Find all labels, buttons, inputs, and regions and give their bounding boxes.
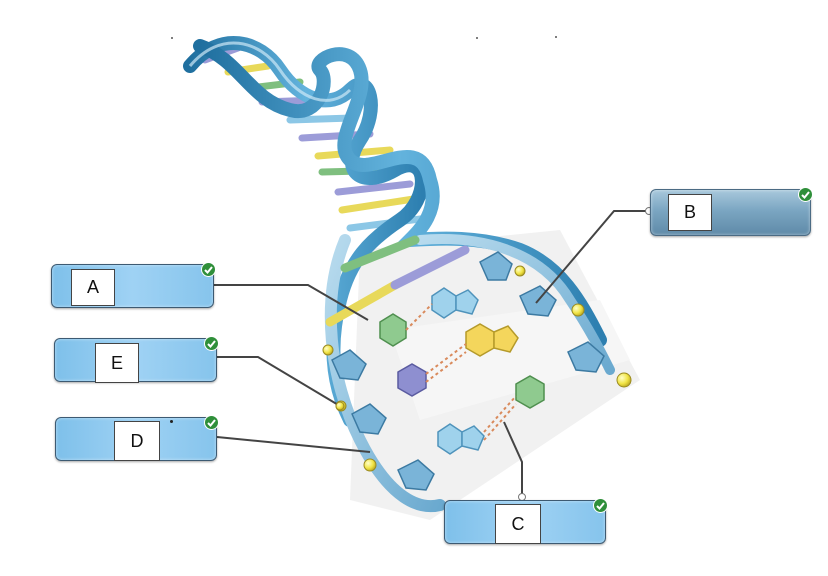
- hydrogen-bonds: [405, 303, 517, 441]
- specks: [171, 36, 557, 39]
- checkmark-icon: [593, 498, 608, 513]
- leader-lines: [214, 210, 650, 500]
- checkmark-icon: [204, 415, 219, 430]
- leader-line-b: [535, 210, 650, 304]
- leader-line-d: [216, 436, 371, 453]
- leader-line-c: [503, 421, 523, 500]
- label-letter-b: B: [668, 194, 712, 231]
- sugar-phosphate-backbone: [324, 234, 615, 513]
- label-letter-e: E: [95, 343, 139, 383]
- checkmark-icon: [201, 262, 216, 277]
- label-box-b[interactable]: B: [650, 187, 813, 236]
- label-box-d[interactable]: D: [55, 415, 219, 461]
- leader-line-e: [217, 356, 341, 407]
- nitrogen-bases: [379, 287, 545, 455]
- checkmark-icon: [798, 187, 813, 202]
- label-box-c[interactable]: C: [444, 498, 608, 544]
- label-letter-d: D: [114, 421, 160, 461]
- leader-line-a: [214, 284, 369, 321]
- label-letter-c: C: [495, 504, 541, 544]
- leader-anchor-e: [335, 401, 345, 411]
- label-box-e[interactable]: E: [54, 336, 219, 383]
- speck: [170, 420, 173, 423]
- label-letter-a: A: [71, 269, 115, 306]
- checkmark-icon: [204, 336, 219, 351]
- label-box-a[interactable]: A: [51, 262, 216, 308]
